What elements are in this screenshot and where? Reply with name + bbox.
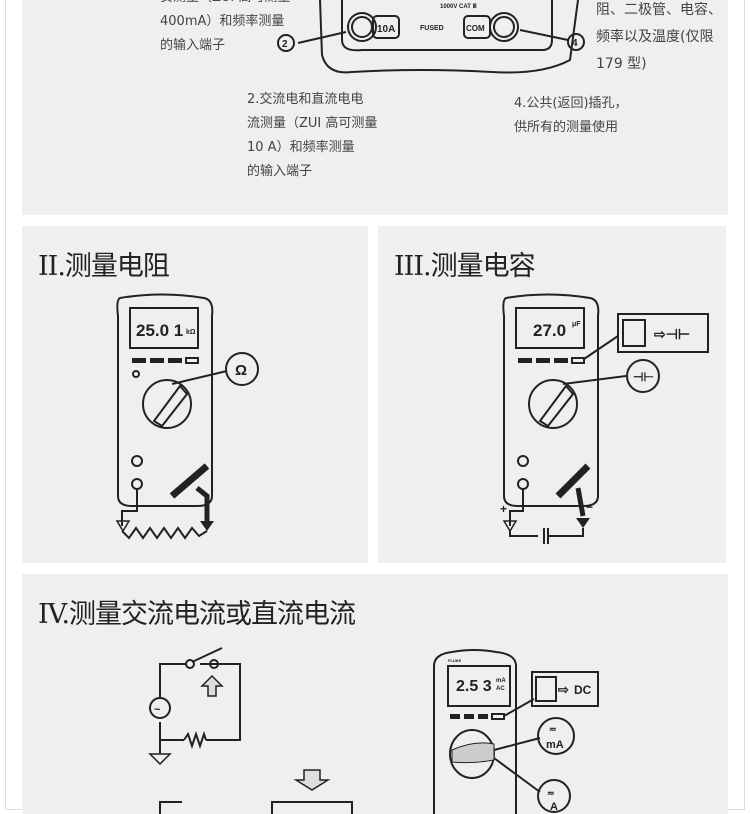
text-line: 4.公共(返回)插孔， (514, 96, 628, 111)
item-2-description: 2.交流电和直流电电 流测量（ZUI 高可测量 10 A）和频率测量 的输入端子 (247, 88, 377, 184)
text-line: 的输入端子 (160, 38, 226, 53)
capacitor-icon: ⊣⊢ (633, 370, 654, 384)
jack-10a-label: 10A (377, 24, 395, 35)
text-line: 安测量（ZUI 高可测量 (160, 0, 290, 10)
jack-com-label: COM (466, 24, 485, 33)
text-line: 流测量（ZUI 高可测量 (247, 116, 378, 131)
capacitance-panel: III.测量电容 27.0 μF ⇨⊣⊢ ⊣⊢ + − (378, 226, 726, 563)
display-unit: mA (496, 678, 506, 684)
select-to-capacitance-icon: ⇨⊣⊢ (654, 326, 690, 342)
display-unit: μF (572, 321, 581, 328)
positive-marker: + (500, 502, 507, 516)
display-unit-ac: AC (496, 686, 505, 692)
text-line: 的输入端子 (247, 164, 313, 179)
left-description: 安测量（ZUI 高可测量 400mA）和频率测量 的输入端子 (160, 0, 290, 58)
text-line: 供所有的测量使用 (514, 120, 619, 135)
display-reading: 25.0 1 (136, 321, 183, 340)
section-title: II.测量电阻 (38, 251, 170, 282)
current-panel: IV.测量交流电流或直流电流 ~ 2.5 3 mA AC FLUKE ⇨ DC … (22, 574, 728, 814)
negative-marker: − (586, 500, 593, 514)
multimeter-resistance-illustration: 25.0 1 kΩ Ω (115, 293, 259, 540)
dc-label: DC (574, 683, 592, 697)
display-reading: 2.5 3 (456, 678, 492, 695)
fused-label: FUSED (420, 25, 444, 32)
ac-dc-symbol: ≂ (547, 788, 555, 798)
resistance-panel: II.测量电阻 25.0 1 kΩ Ω (22, 226, 368, 563)
select-arrow-icon: ⇨ (558, 682, 569, 697)
text-line: 10 A）和频率测量 (247, 140, 355, 155)
callout-4: 4 (572, 38, 578, 49)
display-reading: 27.0 (533, 321, 566, 340)
text-line: 179 型) (596, 56, 647, 72)
current-measurement-illustration: ~ 2.5 3 mA AC FLUKE ⇨ DC ≂ mA ≂ A (148, 647, 599, 814)
ma-callout: mA (546, 739, 564, 751)
right-description: 阻、二极管、电容、 频率以及温度(仅限 179 型) (596, 0, 722, 78)
text-line: 频率以及温度(仅限 (596, 29, 714, 45)
ac-source-icon: ~ (154, 704, 161, 716)
text-line: 阻、二极管、电容、 (596, 2, 722, 18)
terminal-panel: 安测量（ZUI 高可测量 400mA）和频率测量 的输入端子 阻、二极管、电容、… (22, 0, 728, 215)
brand-label: FLUKE (448, 658, 462, 663)
display-unit: kΩ (186, 329, 196, 336)
callout-2: 2 (282, 39, 288, 50)
item-4-description: 4.公共(返回)插孔， 供所有的测量使用 (514, 92, 628, 140)
ohm-callout: Ω (235, 362, 247, 379)
terminal-diagram: 10A FUSED COM 1000V CAT Ⅲ 2 4 (277, 0, 585, 74)
text-line: 2.交流电和直流电电 (247, 92, 364, 107)
rating-label: 1000V CAT Ⅲ (440, 3, 477, 10)
section-title: IV.测量交流电流或直流电流 (38, 599, 356, 630)
ac-dc-symbol: ≂ (549, 724, 557, 734)
text-line: 400mA）和频率测量 (160, 14, 285, 29)
section-title: III.测量电容 (394, 251, 536, 282)
multimeter-capacitance-illustration: 27.0 μF ⇨⊣⊢ ⊣⊢ + − (500, 293, 709, 544)
